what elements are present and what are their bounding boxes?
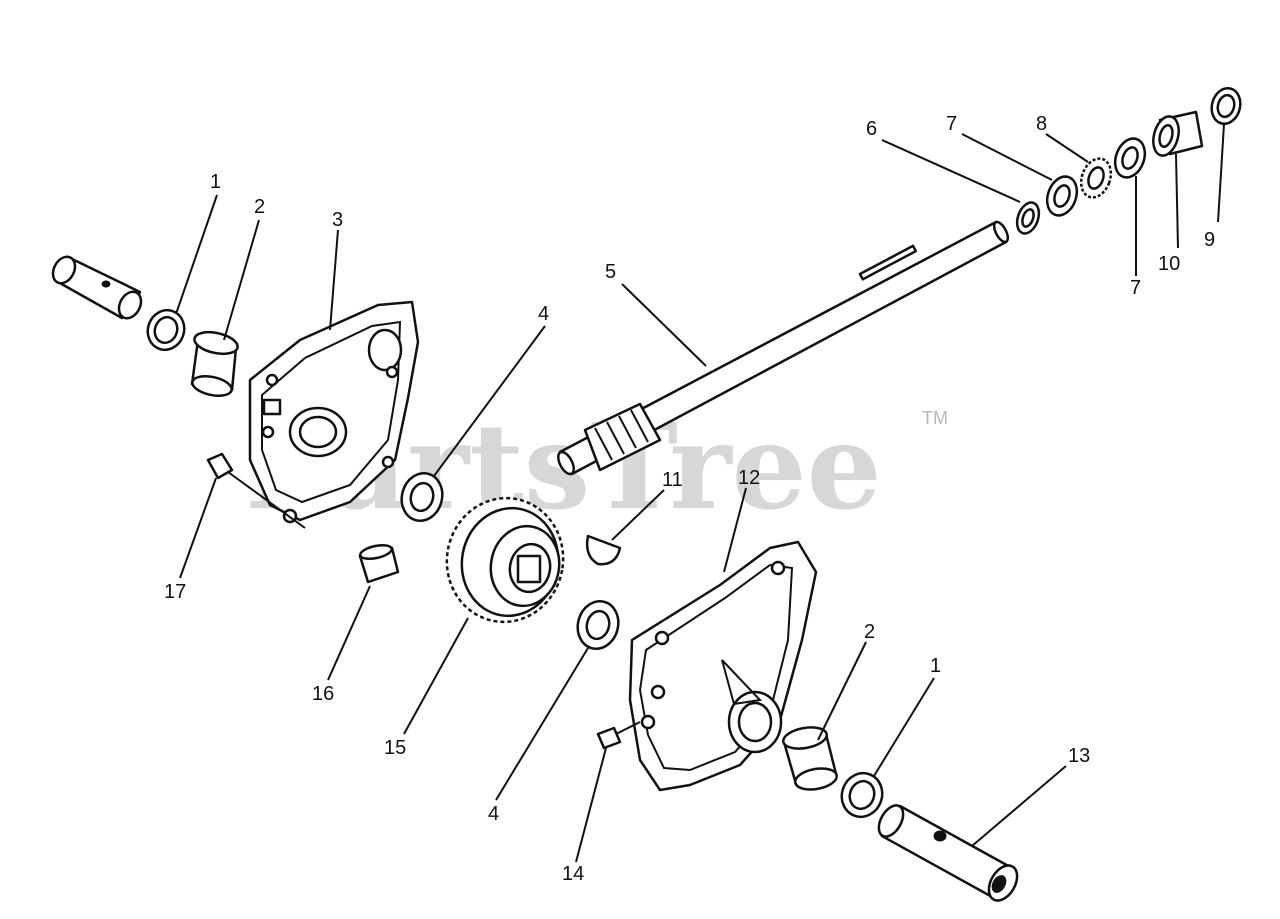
callout-1-left: 1: [210, 171, 221, 193]
key-insert-16: [358, 544, 400, 584]
ring-9: [1210, 86, 1242, 126]
callout-2-left: 2: [254, 196, 265, 218]
screw-14: [596, 721, 641, 750]
ring-1-right: [840, 771, 884, 819]
washer-4-lower: [576, 599, 620, 651]
bushing-2-left: [190, 330, 239, 397]
callout-10: 10: [1158, 253, 1180, 275]
bushing-2-right: [782, 726, 839, 791]
callout-13: 13: [1068, 745, 1090, 767]
flange-bushing-10: [1152, 110, 1204, 157]
callout-16: 16: [312, 683, 334, 705]
callout-6: 6: [866, 118, 877, 140]
callout-17: 17: [164, 581, 186, 603]
callout-7-lower: 7: [1130, 277, 1141, 299]
callout-2-right: 2: [864, 621, 875, 643]
callout-11: 11: [662, 469, 683, 491]
watermark-trademark: TM: [922, 408, 948, 428]
main-shaft-5: [557, 220, 1010, 476]
washer-7-upper: [1045, 175, 1079, 217]
snap-ring-6: [1015, 201, 1041, 235]
gear-housing-right: [628, 540, 818, 792]
shaft-pin-left: [51, 255, 143, 320]
callout-1-right: 1: [930, 655, 941, 677]
shaft-pin-right: [877, 804, 1019, 902]
ring-1-left: [146, 308, 186, 352]
bolt-17: [206, 452, 306, 529]
leader-lines: [175, 123, 1225, 863]
callout-4-upper: 4: [538, 303, 549, 325]
callout-9: 9: [1204, 229, 1215, 251]
callout-12: 12: [738, 467, 760, 489]
callout-7-upper: 7: [946, 113, 957, 135]
gear-housing-left: [248, 300, 420, 524]
thrust-bearing-8: [1079, 157, 1113, 199]
washer-7-lower: [1113, 137, 1147, 179]
callout-labels: 1 2 3 4 5 6 7 8 9 10 7 11 12 17 16 15 4 …: [164, 113, 1215, 885]
callout-14: 14: [562, 863, 584, 885]
callout-3: 3: [332, 209, 343, 231]
callout-8: 8: [1036, 113, 1047, 135]
woodruff-key-11: [585, 534, 622, 566]
callout-15: 15: [384, 737, 406, 759]
gear-15: [445, 496, 565, 624]
washer-4-upper: [400, 471, 444, 523]
callout-4-lower: 4: [488, 803, 499, 825]
callout-5: 5: [605, 261, 616, 283]
